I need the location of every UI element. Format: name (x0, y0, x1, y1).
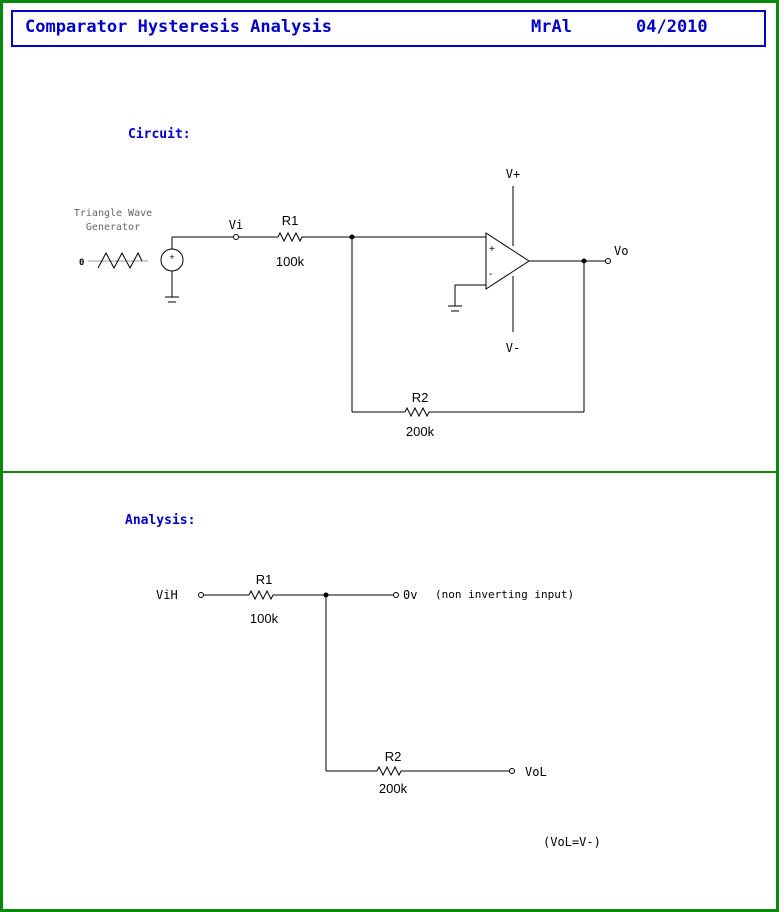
r2-name-label: R2 (412, 390, 429, 405)
circuit-heading: Circuit: (128, 127, 191, 142)
node-vi-label: Vi (229, 218, 243, 232)
analysis-resistor-r1 (248, 589, 274, 601)
voltage-source: + (160, 237, 184, 303)
analysis-equation: (VoL=V-) (543, 835, 601, 849)
opamp-minus-sign: - (489, 269, 492, 280)
analysis-r2-name: R2 (385, 749, 402, 764)
supply-pos-label: V+ (506, 167, 520, 181)
output-label: Vo (614, 244, 628, 258)
node-vi-terminal (233, 234, 239, 240)
generator-label-line1: Triangle Wave (74, 208, 152, 219)
analysis-r1-name: R1 (256, 572, 273, 587)
page-title: Comparator Hysteresis Analysis (25, 17, 332, 37)
op-amp: + - (485, 232, 530, 290)
date-label: 04/2010 (636, 17, 708, 37)
analysis-input-label: ViH (156, 588, 178, 602)
analysis-input-terminal (198, 592, 204, 598)
analysis-resistor-r2 (376, 765, 402, 777)
analysis-node-label: 0v (403, 588, 417, 602)
author-label: MrAl (531, 17, 572, 37)
r2-value-label: 200k (406, 424, 435, 439)
title-box-border (11, 10, 766, 47)
analysis-r2-value: 200k (379, 781, 408, 796)
title-box: Comparator Hysteresis Analysis MrAl 04/2… (11, 10, 766, 47)
analysis-output-terminal (509, 768, 515, 774)
output-terminal (605, 258, 611, 264)
triangle-wave-icon: 0 (79, 251, 148, 270)
generator-zero-label: 0 (79, 258, 84, 268)
r1-name-label: R1 (282, 213, 299, 228)
analysis-heading: Analysis: (125, 513, 195, 528)
generator-label-line2: Generator (86, 222, 140, 233)
resistor-r2 (404, 406, 430, 418)
r1-value-label: 100k (276, 254, 305, 269)
source-plus-sign: + (169, 252, 174, 262)
analysis-node-terminal (393, 592, 399, 598)
opamp-plus-sign: + (489, 244, 495, 255)
resistor-r1 (277, 231, 303, 243)
analysis-r1-value: 100k (250, 611, 279, 626)
analysis-output-label: VoL (525, 765, 547, 779)
supply-neg-label: V- (506, 341, 520, 355)
analysis-node-note: (non inverting input) (435, 588, 574, 601)
